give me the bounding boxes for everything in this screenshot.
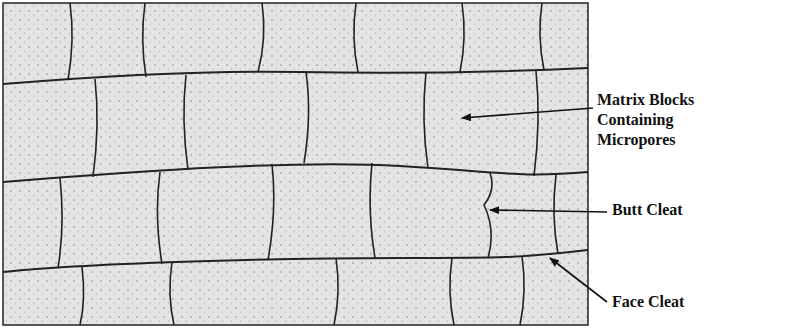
face-cleats: [3, 68, 588, 272]
part-label: Face Cleat: [612, 292, 792, 312]
leader-arrows: [462, 108, 607, 302]
part-label: Matrix Blocks Containing Micropores: [597, 90, 747, 150]
coal-matrix: [3, 3, 588, 325]
part-label: Butt Cleat: [612, 200, 792, 220]
butt-cleats: [58, 3, 558, 325]
